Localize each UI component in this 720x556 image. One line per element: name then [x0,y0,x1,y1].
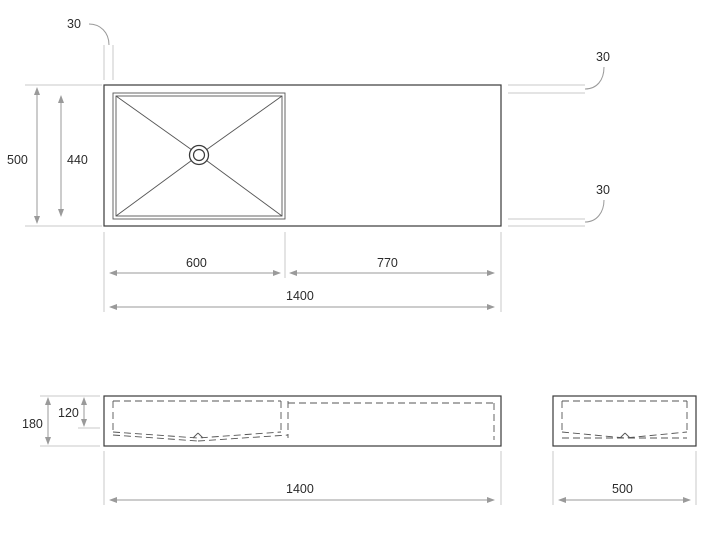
drain-icon [188,144,210,166]
hidden-line [112,431,282,439]
dimension-label-bowl-width: 600 [186,256,207,270]
dimension-label-overall-depth: 500 [612,482,633,496]
bowl-slope-line [198,154,283,217]
dimension-label-bowl-height: 120 [58,406,79,420]
side-view: 500 [552,395,697,505]
dimension-label-wall-right-bottom: 30 [596,183,610,197]
dimension-label-wall-right-top: 30 [596,50,610,64]
dimension-label-wall-top: 30 [67,17,81,31]
hidden-line [197,434,289,442]
front-view: 180 120 1400 [22,395,502,505]
bowl-slope-line [115,95,200,156]
leader-curve [584,199,605,223]
side-outline [552,395,697,447]
hidden-line [561,431,688,439]
bowl-slope-line [198,95,283,156]
dimension-label-overall-height: 180 [22,417,43,431]
front-outline [103,395,502,447]
bowl-outer-edge [112,92,286,220]
dimension-label-overall-length: 1400 [286,482,314,496]
drain-icon [619,432,631,439]
dimension-label-overall-depth: 500 [7,153,28,167]
drain-icon [192,432,204,439]
leader-curve [88,23,110,46]
dimension-label-overall-length: 1400 [286,289,314,303]
dimension-label-drainer-width: 770 [377,256,398,270]
leader-curve [584,66,605,90]
hidden-line [112,434,199,442]
countertop-outline [103,84,502,227]
top-view: 30 30 30 500 440 600 770 1400 [7,17,610,312]
bowl-inner-edge [115,95,283,217]
dimension-label-bowl-depth: 440 [67,153,88,167]
bowl-slope-line [115,154,200,217]
